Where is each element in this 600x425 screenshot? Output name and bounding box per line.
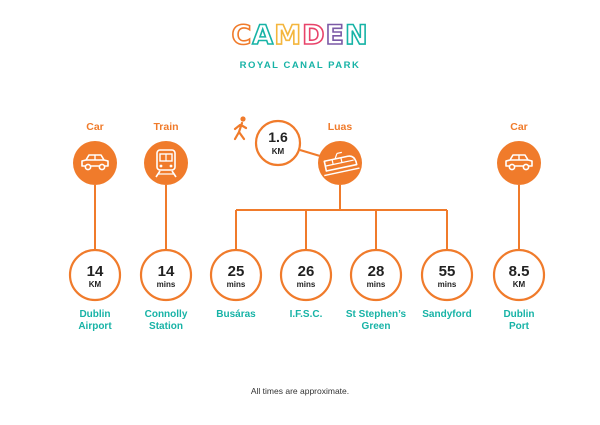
destination-name: Sandyford xyxy=(422,309,471,320)
logo-letter: C xyxy=(231,19,253,52)
mode-label: Car xyxy=(86,121,104,133)
train-icon xyxy=(155,149,177,178)
destination-name: Dublin xyxy=(79,309,110,320)
destination-circle xyxy=(68,248,122,302)
destination-unit: mins xyxy=(438,280,457,289)
logo-letter: M xyxy=(273,19,303,52)
mode-node-train: Train xyxy=(144,121,188,185)
tram-icon xyxy=(323,151,360,177)
mode-label: Luas xyxy=(328,121,353,133)
logo-letter: E xyxy=(325,19,345,52)
destination-unit: mins xyxy=(157,280,176,289)
subtitle: ROYAL CANAL PARK xyxy=(239,60,361,71)
connector-line xyxy=(299,149,321,157)
destination-unit: KM xyxy=(513,280,526,289)
logo-letter: A xyxy=(251,19,275,52)
car-icon xyxy=(505,154,533,171)
destination-circle xyxy=(492,248,546,302)
mode-circle xyxy=(73,141,117,185)
destination-value: 26 xyxy=(298,263,315,280)
logo-letter: D xyxy=(301,19,326,52)
mode-node-luas: Luas xyxy=(318,121,362,185)
destination-value: 14 xyxy=(87,263,104,280)
destination-unit: mins xyxy=(367,280,386,289)
destination-name: Green xyxy=(362,321,391,332)
car-icon xyxy=(81,154,109,171)
destination-value: 8.5 xyxy=(509,263,530,280)
destination-circle xyxy=(209,248,263,302)
mode-circle xyxy=(497,141,541,185)
destination-circle xyxy=(139,248,193,302)
destination-name: Station xyxy=(149,321,183,332)
destination-name: Busáras xyxy=(216,309,256,320)
destination-unit: mins xyxy=(227,280,246,289)
walk-distance-value: 1.6 xyxy=(268,129,288,145)
destination-name: Connolly xyxy=(145,309,188,320)
destination-value: 28 xyxy=(368,263,385,280)
destination-name: I.F.S.C. xyxy=(290,309,323,320)
camden-logo: CAMDEN xyxy=(0,19,600,52)
destination-value: 25 xyxy=(228,263,245,280)
mode-label: Car xyxy=(510,121,528,133)
destination-name: St Stephen’s xyxy=(346,309,407,320)
destination-name: Dublin xyxy=(503,309,534,320)
logo-letter: N xyxy=(344,19,369,52)
destination-unit: KM xyxy=(89,280,102,289)
walk-node: 1.6KM xyxy=(233,116,302,167)
destination-value: 14 xyxy=(158,263,175,280)
destination-circle xyxy=(349,248,403,302)
walking-person-icon xyxy=(233,116,248,141)
footnote: All times are approximate. xyxy=(250,386,350,396)
destination-circle xyxy=(279,248,333,302)
destination-circle xyxy=(420,248,474,302)
walk-circle xyxy=(254,119,302,167)
destination-name: Airport xyxy=(78,321,112,332)
mode-node-car-right: Car xyxy=(497,121,541,185)
mode-label: Train xyxy=(153,121,178,133)
destination-name: Port xyxy=(509,321,530,332)
destination-unit: mins xyxy=(297,280,316,289)
walk-distance-unit: KM xyxy=(272,147,285,156)
mode-circle xyxy=(144,141,188,185)
destination-value: 55 xyxy=(439,263,456,280)
mode-node-car-left: Car xyxy=(73,121,117,185)
